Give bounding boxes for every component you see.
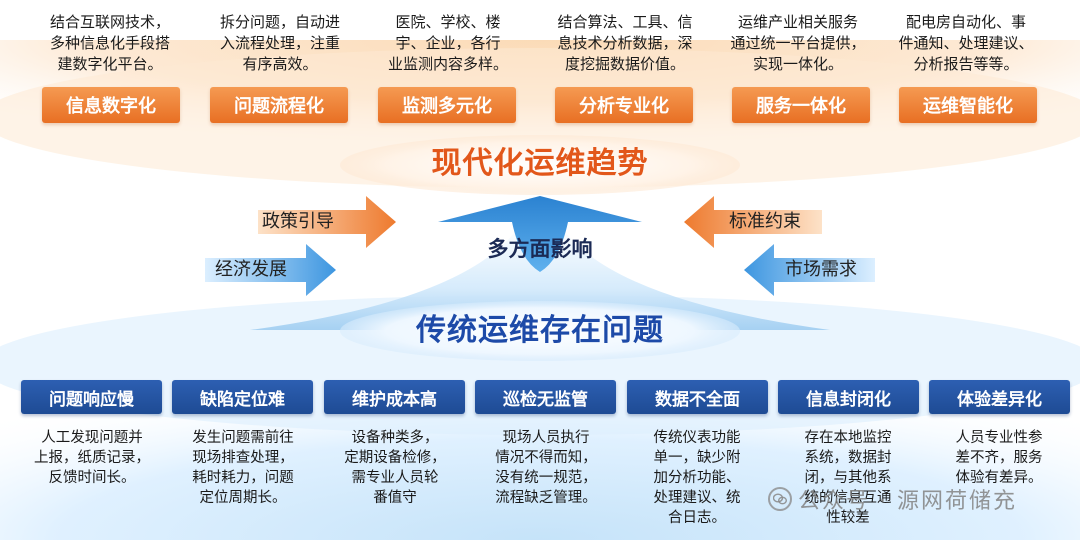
modern-trend-title: 现代化运维趋势: [431, 146, 649, 181]
economy-arrow-shape: [205, 244, 336, 296]
policy-label: 政策引导: [262, 211, 334, 232]
bottom-desc-high-cost: 设备种类多， 定期设备检修， 需专业人员轮 番值守: [344, 430, 446, 506]
top-desc-analysis: 结合算法、工具、信 息技术分析数据，深 度挖掘数据价值。: [557, 13, 693, 73]
standard-label: 标准约束: [729, 211, 801, 232]
multi-influence-title: 多方面影响: [487, 237, 593, 261]
bottom-desc-incomplete-data: 传统仪表功能 单一，缺少附 加分析功能、 处理建议、统 合日志。: [653, 430, 741, 526]
standard-arrow-shape: [684, 196, 822, 248]
top-label-monitor: 监测多元化: [378, 87, 516, 123]
bottom-label-high-cost: 维护成本高: [324, 380, 465, 414]
top-label-service: 服务一体化: [732, 87, 870, 123]
bottom-desc-slow-response: 人工发现问题并 上报，纸质记录， 反馈时间长。: [34, 430, 150, 486]
economy-label: 经济发展: [215, 259, 287, 280]
top-desc-process: 拆分问题，自动进 入流程处理，注重 有序高效。: [219, 13, 340, 73]
top-desc-monitor: 医院、学校、楼 宇、企业，各行 业监测内容多样。: [387, 13, 508, 73]
top-desc-smart: 配电房自动化、事 件通知、处理建议、 分析报告等等。: [898, 13, 1034, 73]
market-arrow-shape: [744, 244, 875, 296]
top-label-analysis: 分析专业化: [555, 87, 693, 123]
bottom-label-no-supervision: 巡检无监管: [475, 380, 616, 414]
bottom-label-fault-location: 缺陷定位难: [172, 380, 313, 414]
top-desc-service: 运维产业相关服务 通过统一平台提供， 实现一体化。: [730, 13, 866, 73]
bottom-label-experience-gap: 体验差异化: [929, 380, 1070, 414]
bottom-desc-closed-info: 存在本地监控 系统，数据封 闭，与其他系 统的信息互通 性较差: [804, 430, 892, 526]
top-desc-digital: 结合互联网技术， 多种信息化手段搭 建数字化平台。: [49, 13, 170, 73]
top-label-smart: 运维智能化: [899, 87, 1037, 123]
bottom-desc-experience-gap: 人员专业性参 差不齐，服务 体验有差异。: [955, 430, 1043, 486]
watermark-text: 公众号 · 源网荷储充: [798, 489, 1017, 514]
bottom-label-closed-info: 信息封闭化: [778, 380, 919, 414]
bottom-desc-fault-location: 发生问题需前往 现场排查处理， 耗时耗力，问题 定位周期长。: [192, 430, 294, 506]
top-label-digital: 信息数字化: [42, 87, 180, 123]
bottom-label-incomplete-data: 数据不全面: [627, 380, 768, 414]
bottom-label-slow-response: 问题响应慢: [21, 380, 162, 414]
top-label-process: 问题流程化: [210, 87, 348, 123]
market-label: 市场需求: [785, 259, 857, 280]
policy-arrow-shape: [258, 196, 396, 248]
watermark: 公众号 · 源网荷储充: [768, 484, 1017, 514]
bottom-desc-no-supervision: 现场人员执行 情况不得而知， 没有统一规范， 流程缺乏管理。: [495, 430, 597, 506]
traditional-issues-title: 传统运维存在问题: [416, 313, 664, 348]
wechat-icon: [768, 487, 792, 511]
